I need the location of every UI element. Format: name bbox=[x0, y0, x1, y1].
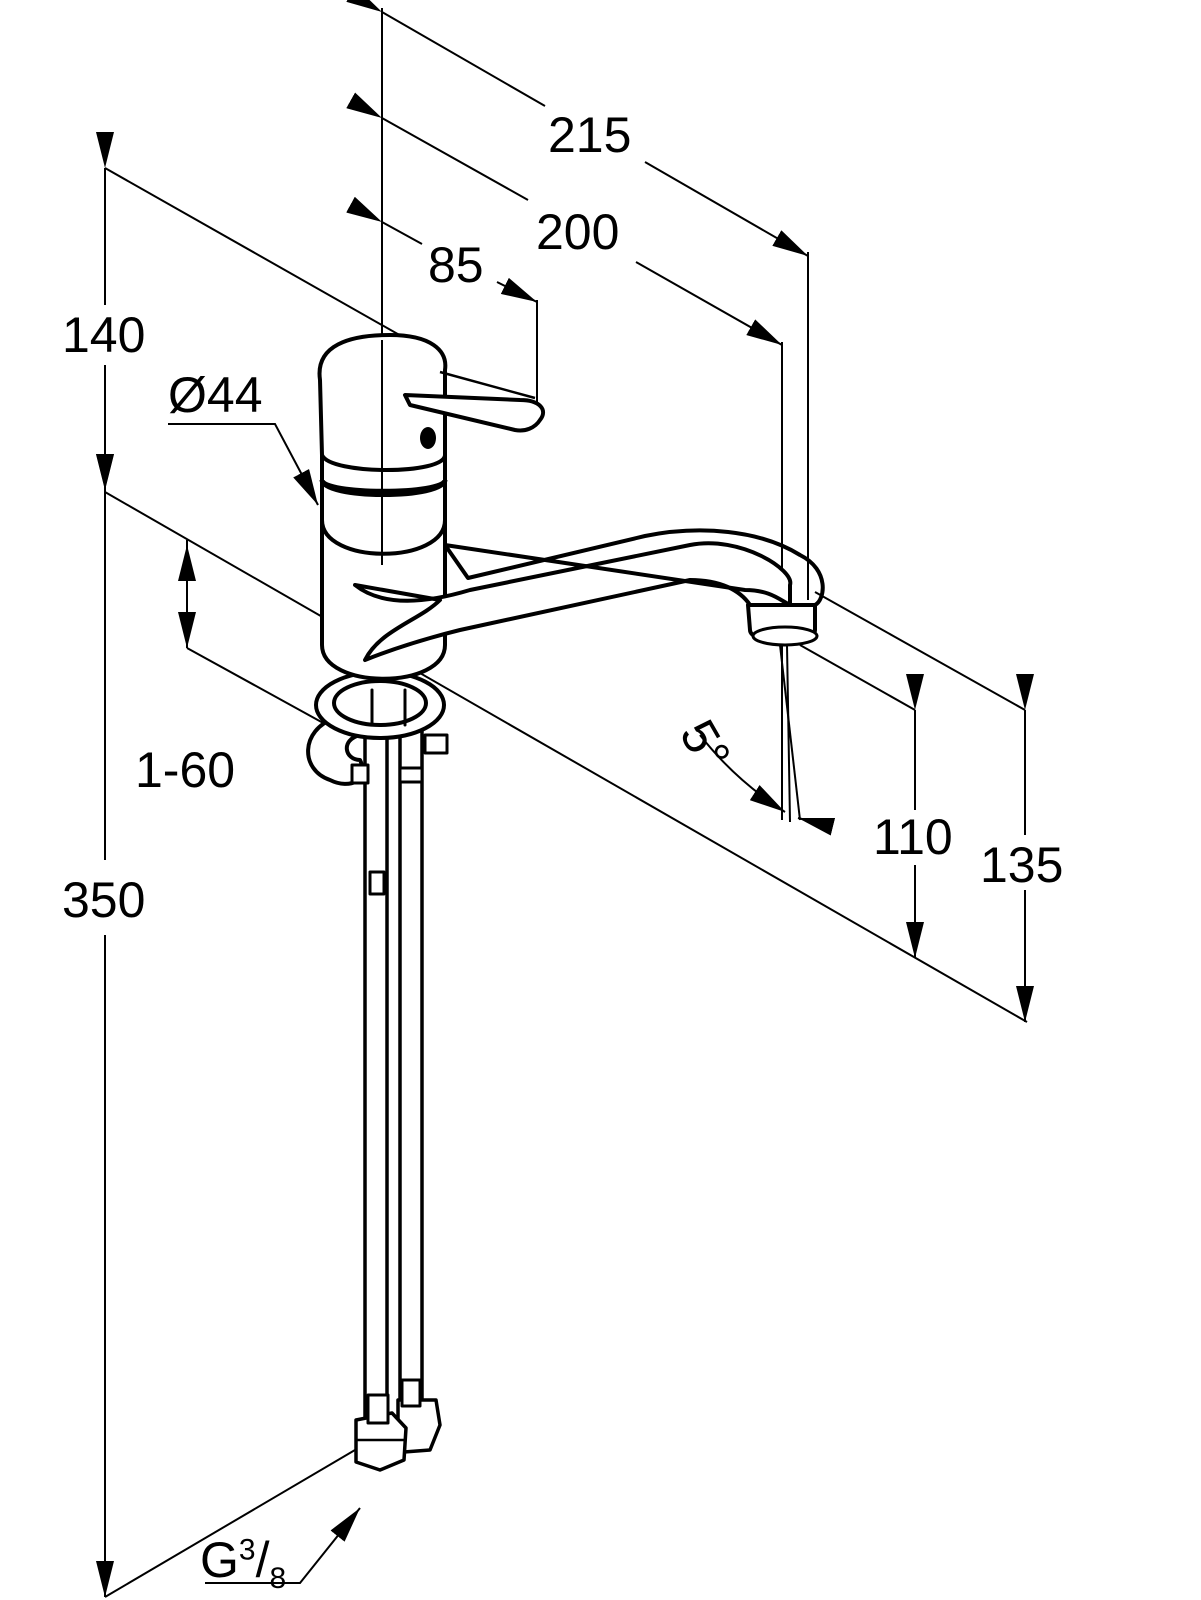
mounting-ring-inner bbox=[332, 679, 428, 727]
thread-leader bbox=[205, 1507, 361, 1584]
ext-135 bbox=[814, 591, 1026, 711]
body-cylinder bbox=[320, 478, 447, 556]
angle-ref-tilted bbox=[779, 644, 801, 821]
dim-85-line-a bbox=[346, 196, 423, 245]
dim-200-label: 200 bbox=[536, 204, 620, 260]
hose-left bbox=[363, 688, 389, 1437]
dim-140-label: 140 bbox=[62, 307, 146, 363]
thread-denominator: 8 bbox=[269, 1562, 287, 1595]
dim-1-60-label: 1-60 bbox=[135, 742, 236, 798]
dia-44-leader bbox=[168, 423, 319, 506]
ext-1-60 bbox=[186, 647, 346, 736]
dim-215-line-b bbox=[644, 161, 809, 257]
dim-215-label: 215 bbox=[548, 107, 632, 163]
mounting-hardware bbox=[306, 670, 449, 786]
faucet-body bbox=[317, 333, 825, 681]
lever-handle[interactable] bbox=[403, 393, 546, 433]
angle-arc bbox=[699, 734, 786, 813]
aerator bbox=[751, 625, 819, 647]
temperature-indicator-icon bbox=[420, 427, 436, 449]
dim-85-line-b bbox=[496, 277, 538, 303]
lever-edge bbox=[439, 370, 536, 400]
dim-215-line-a bbox=[346, 0, 546, 107]
ext-110 bbox=[799, 644, 916, 711]
clamp-nut-2 bbox=[398, 766, 424, 784]
supply-hoses bbox=[354, 688, 442, 1472]
dim-135-label: 135 bbox=[980, 837, 1064, 893]
thread-numerator: 3 bbox=[238, 1533, 256, 1567]
angle-arrow bbox=[797, 817, 836, 836]
ext-140-top bbox=[104, 167, 441, 359]
hose-end-left bbox=[366, 1393, 390, 1425]
hose-crimp bbox=[368, 870, 386, 896]
dia-44-label: Ø44 bbox=[168, 367, 263, 423]
spout-top-edge bbox=[443, 528, 825, 607]
dim-200-line-b bbox=[635, 261, 783, 346]
thread-label: G3/8 bbox=[200, 1532, 287, 1595]
angle-ref-vertical bbox=[786, 644, 791, 823]
deck-reference-line bbox=[104, 491, 1028, 1023]
ext-350-bottom bbox=[104, 1439, 373, 1598]
dim-110-label: 110 bbox=[873, 809, 953, 865]
nut-left bbox=[354, 1411, 408, 1472]
dim-350-label: 350 bbox=[62, 872, 146, 928]
thread-letter: G bbox=[200, 1532, 239, 1588]
body-band bbox=[319, 478, 448, 494]
dim-200-line-a bbox=[346, 92, 529, 201]
dimension-lines bbox=[96, 0, 1034, 1598]
clamp-nut bbox=[350, 763, 370, 785]
hose-right bbox=[398, 688, 424, 1412]
hose-end-right bbox=[400, 1378, 422, 1408]
spout bbox=[353, 541, 793, 662]
dim-85-label: 85 bbox=[428, 237, 484, 293]
clamp-tab bbox=[423, 733, 449, 755]
